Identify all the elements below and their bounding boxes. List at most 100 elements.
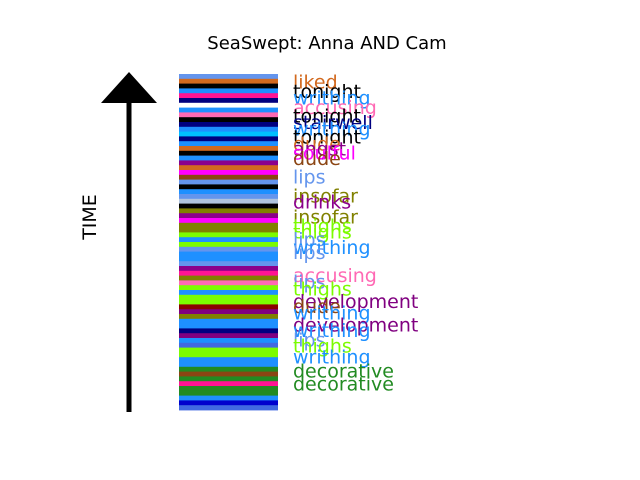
word-label: thighs xyxy=(293,222,352,244)
stripe xyxy=(179,376,278,382)
word-label: accusing xyxy=(293,265,377,287)
word-label: drinks xyxy=(293,191,351,213)
word-label: development xyxy=(293,315,418,337)
stripe xyxy=(179,107,278,113)
word-label: writhing xyxy=(293,237,371,259)
word-label: dude xyxy=(293,296,341,318)
word-label: accusing xyxy=(293,97,377,119)
stripe xyxy=(179,366,278,372)
stripe xyxy=(179,198,278,204)
word-label: dude xyxy=(293,148,341,170)
stripe xyxy=(179,280,278,286)
stripe xyxy=(179,83,278,89)
stripe xyxy=(179,318,278,324)
stripe xyxy=(179,347,278,353)
stripe xyxy=(179,150,278,156)
stripe xyxy=(179,117,278,123)
stripe xyxy=(179,285,278,291)
stripe xyxy=(179,333,278,339)
word-label: tonight xyxy=(293,106,361,128)
stripe xyxy=(179,357,278,363)
word-label: tonight xyxy=(293,127,361,149)
stripe xyxy=(179,362,278,368)
stripe xyxy=(179,218,278,224)
stripe xyxy=(179,256,278,262)
word-label: thighs xyxy=(293,278,352,300)
stripe xyxy=(179,395,278,401)
stripe xyxy=(179,78,278,84)
word-label: writhing xyxy=(293,320,371,342)
stripe xyxy=(179,179,278,185)
word-label: soulful xyxy=(293,142,356,164)
word-label: insofar xyxy=(293,186,358,208)
stripe xyxy=(179,309,278,315)
word-label: dude xyxy=(293,134,341,156)
stripe xyxy=(179,390,278,396)
stripe xyxy=(179,160,278,166)
stripe xyxy=(179,237,278,243)
stripe xyxy=(179,266,278,272)
word-label: lips xyxy=(293,271,326,293)
word-label: decorative xyxy=(293,374,394,396)
y-axis-label: TIME xyxy=(79,194,101,241)
stripe xyxy=(179,232,278,238)
stripe xyxy=(179,400,278,406)
stripe xyxy=(179,270,278,276)
word-label: lips xyxy=(293,330,326,352)
stripe xyxy=(179,126,278,132)
word-label: writhing xyxy=(293,347,371,369)
word-label: lips xyxy=(293,166,326,188)
stripe xyxy=(179,299,278,305)
chart-title: SeaSwept: Anna AND Cam xyxy=(207,33,446,54)
stripe xyxy=(179,136,278,142)
stripe xyxy=(179,405,278,411)
stripe xyxy=(179,184,278,190)
stripe xyxy=(179,131,278,137)
stripe xyxy=(179,102,278,108)
stripe xyxy=(179,174,278,180)
stripe xyxy=(179,352,278,358)
stripe xyxy=(179,93,278,99)
stripe xyxy=(179,338,278,344)
word-label: insofar xyxy=(293,207,358,229)
stripe xyxy=(179,122,278,128)
stripe xyxy=(179,371,278,377)
stripe xyxy=(179,304,278,310)
stripe xyxy=(179,141,278,147)
stripe xyxy=(179,155,278,161)
word-label: development xyxy=(293,291,418,313)
stripe xyxy=(179,222,278,228)
stripe xyxy=(179,381,278,387)
stripe xyxy=(179,342,278,348)
stripe xyxy=(179,189,278,195)
word-label: lips xyxy=(293,242,326,264)
stripe xyxy=(179,208,278,214)
stripe xyxy=(179,165,278,171)
stripe xyxy=(179,146,278,152)
stripe xyxy=(179,88,278,94)
word-label: lips xyxy=(293,229,326,251)
word-label: thighs xyxy=(293,335,352,357)
stripe xyxy=(179,213,278,219)
word-label: angst xyxy=(293,139,346,161)
stripe xyxy=(179,314,278,320)
word-label: writhing xyxy=(293,303,371,325)
stripe xyxy=(179,290,278,296)
stripe xyxy=(179,275,278,281)
stripe xyxy=(179,170,278,176)
stripe xyxy=(179,112,278,118)
word-label: writhing xyxy=(293,118,371,140)
stripe xyxy=(179,246,278,252)
time-arrow-head xyxy=(101,72,157,103)
stripe-column xyxy=(179,74,278,411)
stripe xyxy=(179,328,278,334)
word-labels: likedtonightwrithingaccusingtonightstair… xyxy=(293,71,418,395)
word-label: stairwell xyxy=(293,112,373,134)
stripe xyxy=(179,98,278,104)
stripe xyxy=(179,74,278,80)
stripe xyxy=(179,242,278,248)
stripe xyxy=(179,261,278,267)
stripe xyxy=(179,294,278,300)
